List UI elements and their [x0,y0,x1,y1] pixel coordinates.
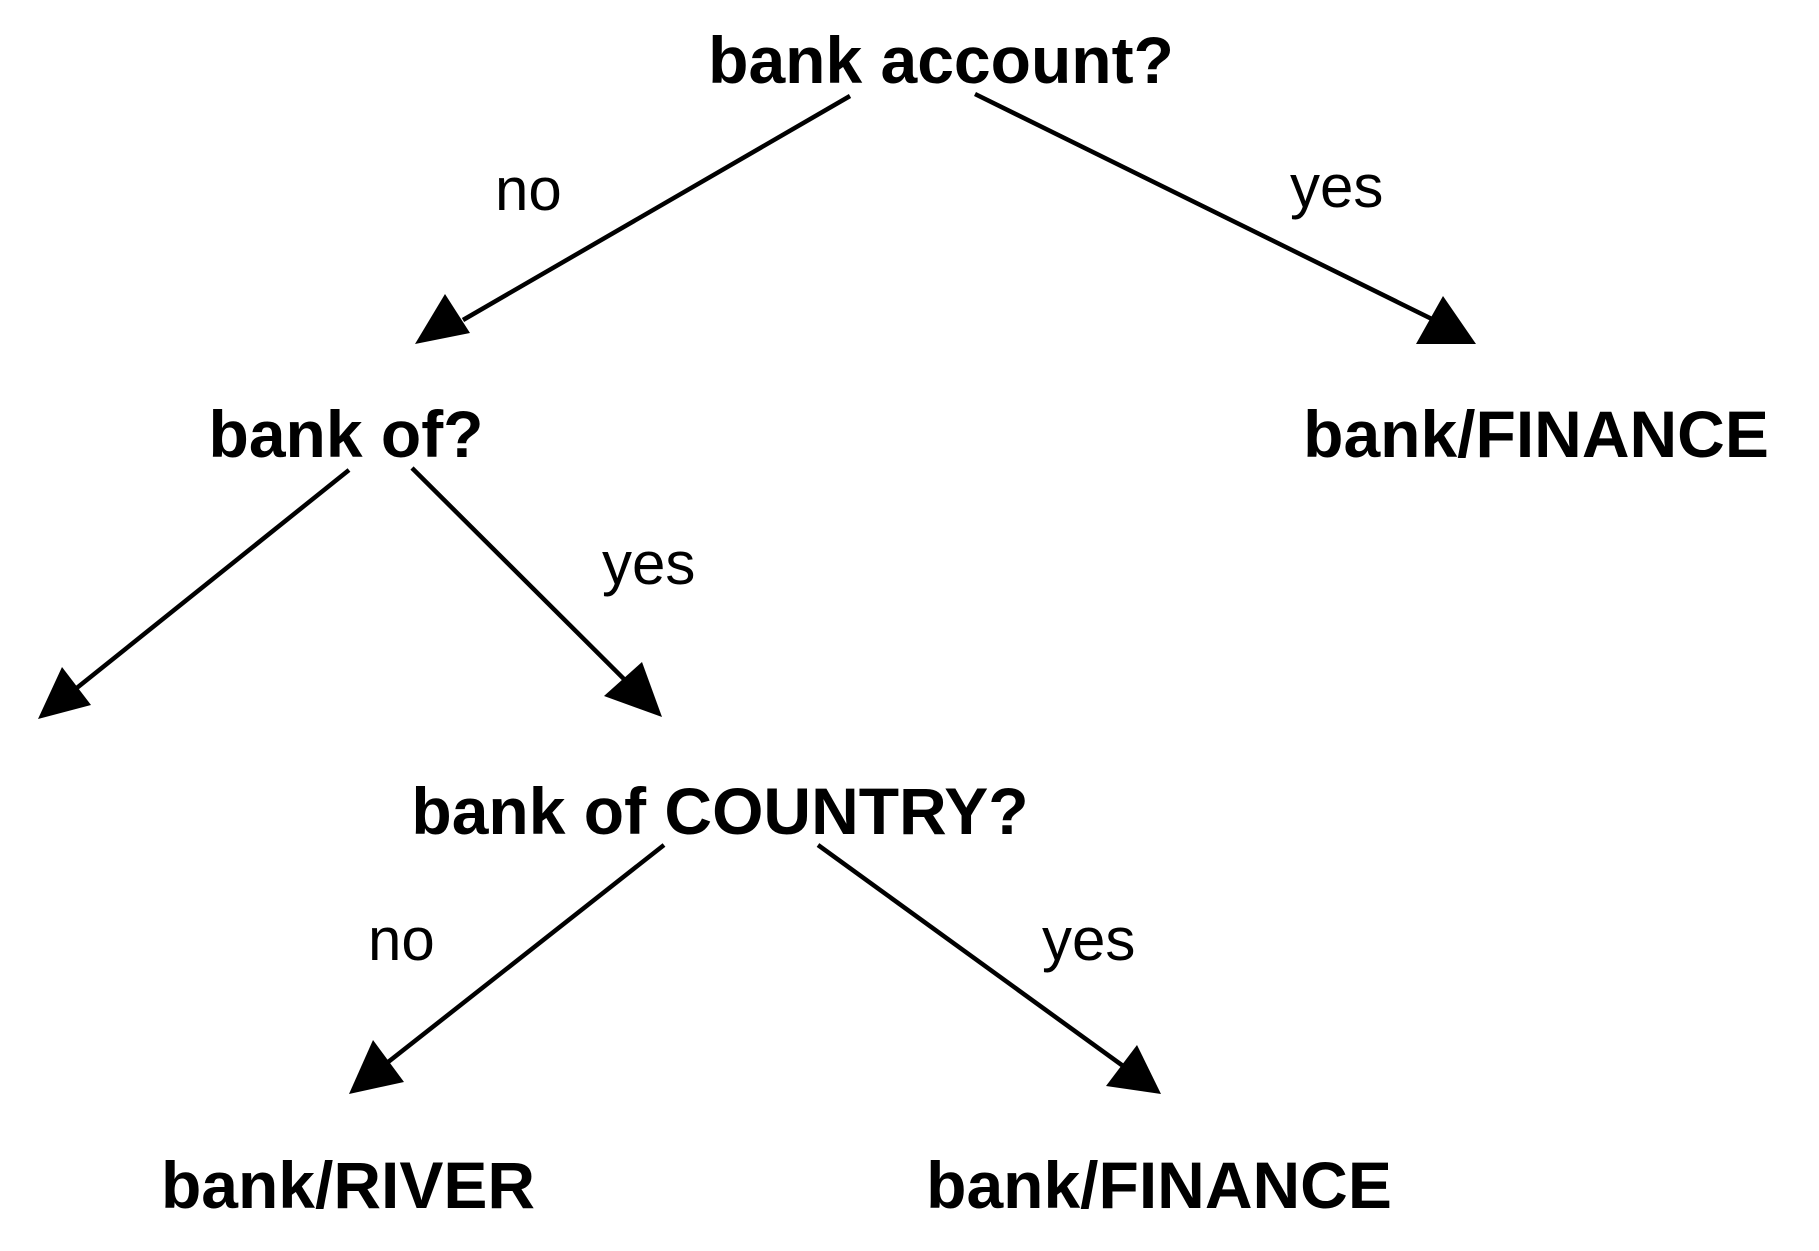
edge-country-to-river [349,843,666,1094]
arrowhead-icon [38,667,91,719]
edge-root-to-finance [974,91,1476,344]
node-bank-of: bank of? [209,397,484,471]
node-river: bank/RIVER [161,1148,535,1222]
edge-root-to-bank-of [415,94,852,344]
edge-bank-of-to-empty [38,468,351,719]
node-root: bank account? [708,23,1174,97]
edge-label-country-no: no [368,906,435,973]
edge-label-country-yes: yes [1042,906,1135,973]
arrowhead-icon [1106,1045,1161,1094]
node-finance-top: bank/FINANCE [1303,397,1769,471]
edge-label-root-no: no [495,156,562,223]
arrowhead-icon [1416,296,1476,344]
edge-label-bank-of-yes: yes [602,530,695,597]
arrowhead-icon [349,1040,404,1094]
node-finance-bottom: bank/FINANCE [926,1148,1392,1222]
node-bank-of-country: bank of COUNTRY? [411,774,1028,848]
arrowhead-icon [415,294,470,344]
edge-label-root-yes: yes [1290,153,1383,220]
edge-bank-of-to-country [410,466,662,717]
arrowhead-icon [604,662,662,717]
edge-country-to-finance [816,843,1161,1094]
